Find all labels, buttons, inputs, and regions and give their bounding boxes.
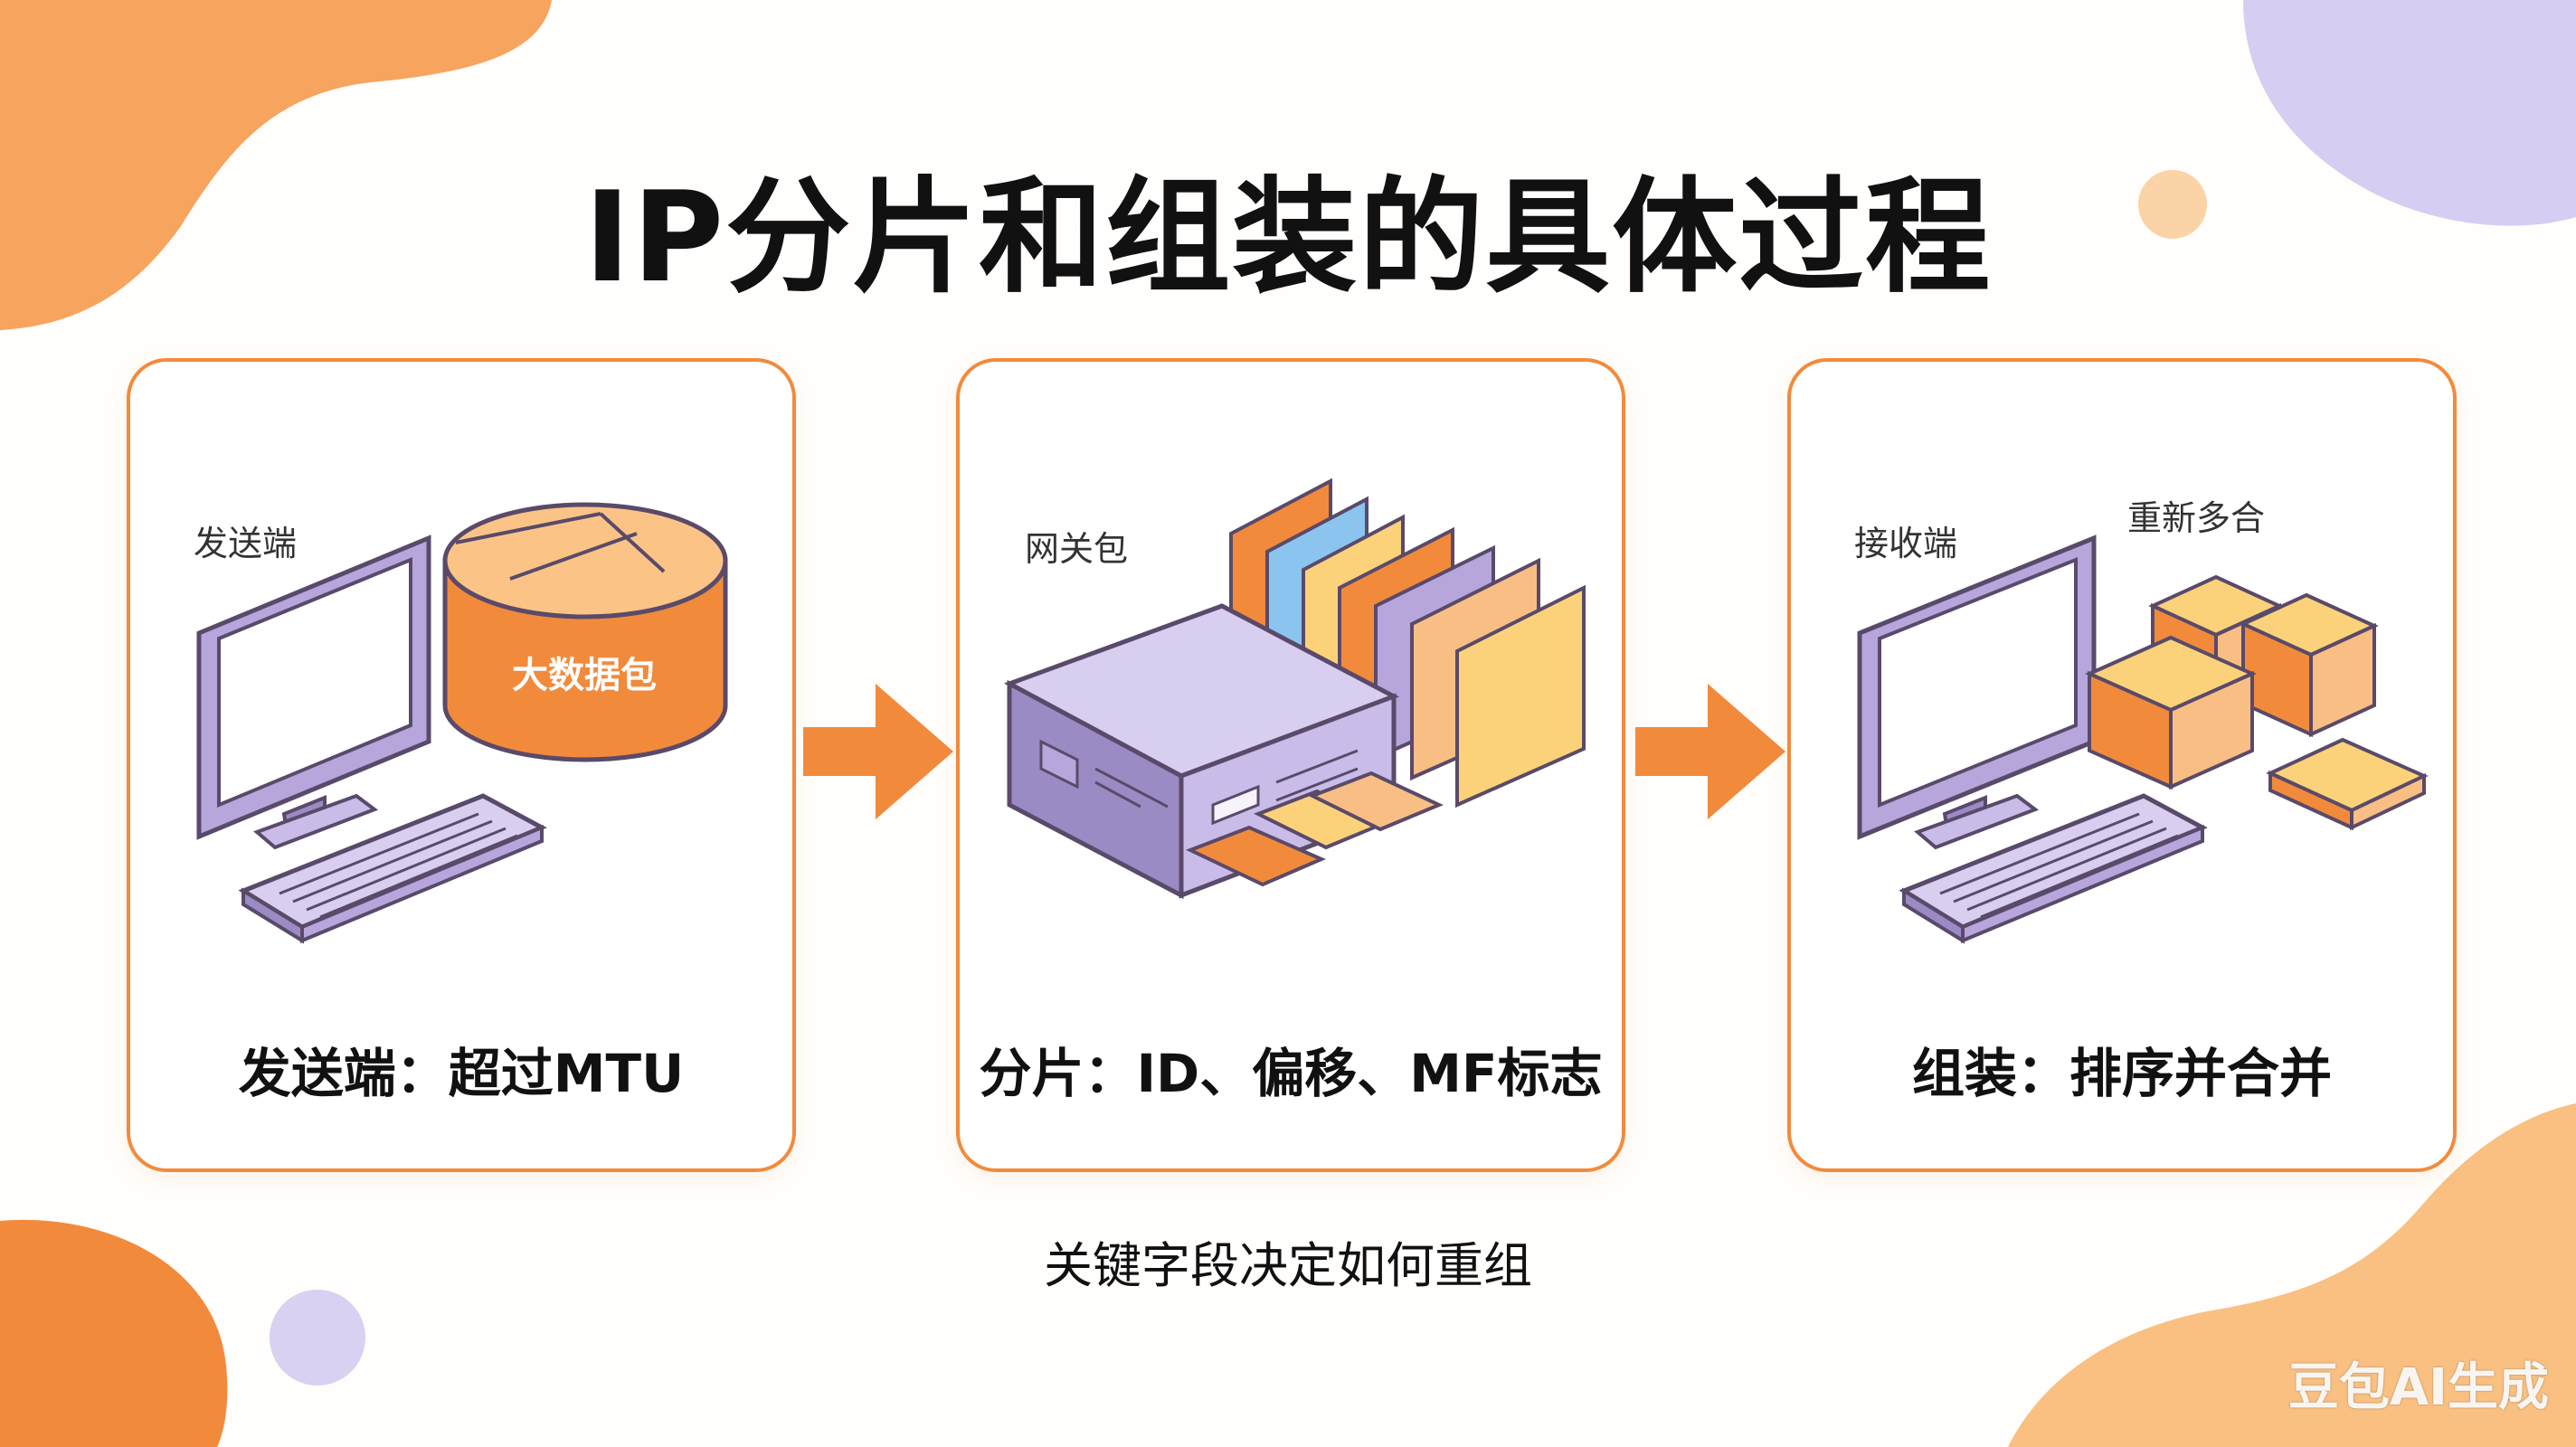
decorative-blob-bottom-left — [0, 1219, 228, 1447]
keyboard-icon — [1899, 793, 2208, 944]
reassemble-label: 重新多合 — [2127, 498, 2265, 538]
decorative-blob-bottom-right — [2008, 1103, 2576, 1447]
footnote: 关键字段决定如何重组 — [1044, 1237, 1532, 1294]
gateway-label: 网关包 — [1025, 529, 1128, 569]
receiver-caption: 组装：排序并合并 — [1911, 1043, 2332, 1104]
monitor-icon — [1857, 534, 2097, 850]
reassembled-blocks-icon — [2085, 574, 2429, 831]
sender-illustration: 发送端 大数据包 — [194, 502, 728, 944]
decorative-dot-orange — [2138, 170, 2207, 239]
fragments-icon — [1229, 478, 1586, 809]
decorative-blob-top-right — [2243, 0, 2576, 226]
watermark: 豆包AI生成 — [2287, 1358, 2549, 1417]
gateway-caption: 分片：ID、偏移、MF标志 — [979, 1043, 1603, 1104]
arrow-right-icon — [1635, 684, 1785, 819]
receiver-illustration: 接收端 重新多合 — [1854, 498, 2429, 944]
card-receiver: 接收端 重新多合 — [1787, 358, 2457, 1172]
decorative-dot-purple — [270, 1290, 365, 1386]
card-sender: 发送端 大数据包 发送端：超过MTU — [127, 358, 796, 1172]
decorative-blob-top-left — [0, 0, 552, 330]
page-title: IP分片和组装的具体过程 — [583, 165, 1993, 310]
gateway-illustration: 网关包 — [1003, 478, 1586, 900]
fragment-slots-icon — [1185, 771, 1444, 887]
monitor-icon — [196, 534, 431, 850]
sender-device-label: 发送端 — [194, 524, 297, 563]
big-packet-icon — [442, 502, 728, 762]
keyboard-icon — [238, 793, 547, 944]
big-packet-label: 大数据包 — [512, 655, 657, 696]
receiver-device-label: 接收端 — [1854, 524, 1957, 563]
sender-caption: 发送端：超过MTU — [238, 1043, 685, 1104]
arrow-right-icon — [803, 684, 953, 819]
card-gateway: 网关包 分片：ID、偏移、MF标志 — [956, 358, 1625, 1172]
